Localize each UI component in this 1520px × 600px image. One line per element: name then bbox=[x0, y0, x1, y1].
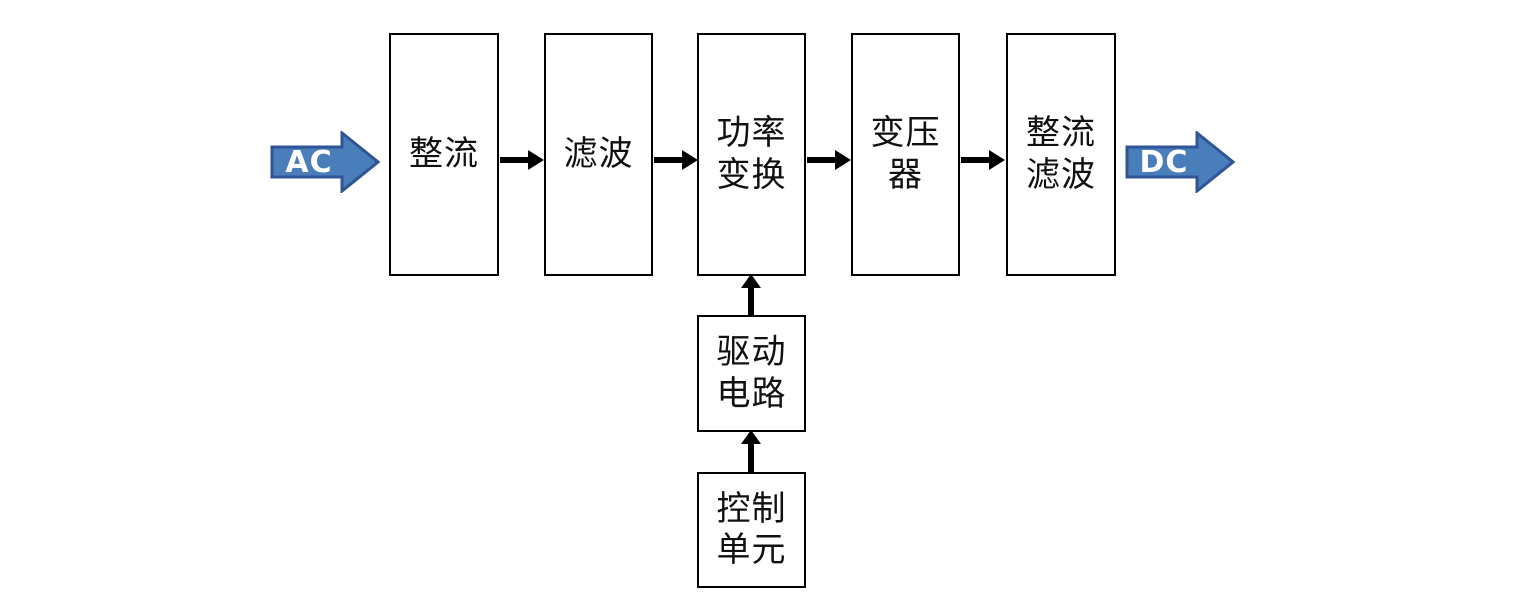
ac-input-arrow: AC bbox=[270, 131, 380, 193]
conn-control-to-drive bbox=[739, 430, 763, 473]
block-transformer-label: 变压 器 bbox=[870, 113, 941, 195]
block-rectifier-label: 整流 bbox=[409, 133, 479, 174]
block-control-unit-label: 控制 单元 bbox=[716, 488, 787, 570]
block-rectifier-filter-label: 整流 滤波 bbox=[1026, 113, 1096, 195]
conn-power-conversion-to-transformer bbox=[807, 148, 851, 172]
block-filter[interactable]: 滤波 bbox=[544, 33, 653, 276]
conn-filter-to-power-conversion bbox=[654, 148, 698, 172]
dc-output-label: DC bbox=[1139, 145, 1189, 180]
block-filter-label: 滤波 bbox=[563, 133, 634, 174]
block-power-conversion-label: 功率 变换 bbox=[716, 113, 787, 195]
block-control-unit[interactable]: 控制 单元 bbox=[697, 472, 806, 588]
block-rectifier-filter[interactable]: 整流 滤波 bbox=[1006, 33, 1116, 276]
block-drive-circuit[interactable]: 驱动 电路 bbox=[697, 315, 806, 432]
block-drive-circuit-label: 驱动 电路 bbox=[716, 332, 787, 414]
conn-transformer-to-rectifier-filter bbox=[961, 148, 1005, 172]
ac-input-label: AC bbox=[285, 145, 333, 180]
dc-output-arrow: DC bbox=[1125, 131, 1235, 193]
conn-drive-to-power-conversion bbox=[739, 274, 763, 316]
block-power-conversion[interactable]: 功率 变换 bbox=[697, 33, 806, 276]
conn-rectifier-to-filter bbox=[500, 148, 544, 172]
block-transformer[interactable]: 变压 器 bbox=[851, 33, 960, 276]
block-rectifier[interactable]: 整流 bbox=[389, 33, 499, 276]
